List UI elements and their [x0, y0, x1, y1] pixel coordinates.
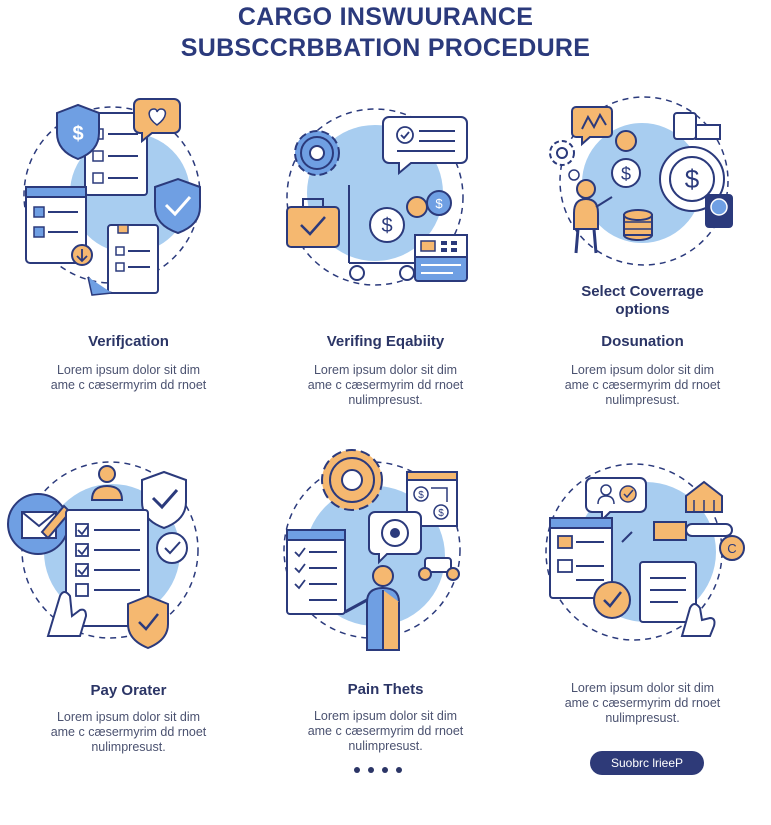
- svg-text:$: $: [381, 215, 392, 237]
- heart-icon: [615, 130, 637, 152]
- page-dot[interactable]: [382, 767, 388, 773]
- page-dot[interactable]: [396, 767, 402, 773]
- coin-icon: $ $: [369, 190, 452, 243]
- svg-text:$: $: [621, 164, 631, 184]
- pen-icon: [621, 531, 633, 543]
- checklist-icon: [286, 529, 346, 615]
- heart-bubble-icon: [133, 98, 181, 144]
- hand-icon: [680, 603, 716, 637]
- step-heading: Verifjcation: [88, 333, 169, 350]
- svg-text:$: $: [438, 508, 444, 519]
- step-subheading: Select Coverrage options: [581, 283, 704, 318]
- svg-text:$: $: [72, 123, 83, 145]
- title-line-2: SUBSCCRBBATION PROCEDURE: [180, 34, 591, 62]
- chat-bubble-icon: [382, 116, 468, 176]
- svg-text:$: $: [418, 490, 424, 501]
- step-illustration: $ $: [257, 440, 514, 740]
- person-icon: [573, 179, 613, 254]
- page-title: CARGO INSWUURANCE SUBSCCRBBATION PROCEDU…: [0, 2, 771, 64]
- gear-icon: [294, 130, 340, 176]
- svg-text:$: $: [685, 164, 700, 194]
- title-line-1: CARGO INSWUURANCE: [237, 3, 534, 31]
- person-icon: [90, 465, 124, 501]
- step-description: Lorem ipsum dolor sit dim ame c cæsermyr…: [564, 681, 721, 725]
- briefcase-icon: [286, 198, 340, 248]
- person-card-icon: [585, 477, 647, 523]
- shield-dollar-icon: $: [56, 103, 100, 161]
- box-icon: [653, 521, 733, 541]
- shield-check-icon: [141, 470, 187, 530]
- step-card-verification: $: [0, 85, 257, 470]
- laptop-icon: [25, 186, 93, 266]
- cart-icon: [348, 185, 417, 281]
- step-description: Lorem ipsum dolor sit dim ame c cæsermyr…: [564, 363, 721, 407]
- coin-icon: C: [719, 535, 745, 561]
- step-description: Lorem ipsum dolor sit dim ame c cæsermyr…: [50, 710, 207, 754]
- svg-text:C: C: [727, 541, 736, 556]
- gear-icon: [321, 449, 383, 511]
- step-heading: Dosunation: [601, 333, 684, 350]
- subscribe-button[interactable]: Suobrc lrieeP: [590, 751, 704, 775]
- step-description: Lorem ipsum dolor sit dim ame c cæsermyr…: [307, 363, 464, 407]
- coin-icon: $: [611, 158, 641, 188]
- svg-text:$: $: [435, 196, 443, 211]
- hand-icon: [46, 591, 88, 637]
- trolley-icon: [418, 557, 460, 581]
- step-description: Lorem ipsum dolor sit dim ame c cæsermyr…: [307, 709, 464, 753]
- laptop-checklist-icon: [549, 517, 613, 599]
- house-icon: [685, 480, 723, 513]
- envelope-pen-icon: [7, 493, 72, 555]
- document-icon: [639, 561, 697, 623]
- chart-bubble-icon: [571, 106, 613, 147]
- step-illustration: $ $: [514, 85, 771, 385]
- step-card-documentation: $ $: [514, 85, 771, 470]
- step-illustration: $ $: [257, 85, 514, 385]
- step-illustration: C: [514, 440, 771, 740]
- page-dot[interactable]: [354, 767, 360, 773]
- gear-icon: [549, 140, 580, 181]
- step-card-pay-order: Pay Orater Lorem ipsum dolor sit dim ame…: [0, 440, 257, 825]
- bag-icon: [673, 112, 733, 228]
- check-circle-icon: [593, 581, 631, 619]
- step-illustration: $: [0, 85, 257, 385]
- step-card-eligibility: $ $ Verifing Eqabiity Lorem ipsum dolor …: [257, 85, 514, 470]
- step-heading: Verifing Eqabiity: [326, 333, 445, 350]
- page-indicator: [354, 767, 414, 773]
- coin-stack-icon: [623, 209, 653, 241]
- shield-check-icon: [154, 177, 201, 235]
- step-illustration: [0, 440, 257, 740]
- board-icon: $ $: [406, 471, 458, 527]
- shield-icon: [127, 594, 169, 650]
- target-icon: [368, 511, 422, 565]
- clipboard-icon: [87, 224, 159, 296]
- step-card-final: C: [514, 440, 771, 825]
- checklist-icon: [65, 509, 149, 627]
- page-dot[interactable]: [368, 767, 374, 773]
- step-heading: Pay Orater: [90, 682, 167, 699]
- step-card-pain-thets: $ $: [257, 440, 514, 825]
- step-heading: Pain Thets: [347, 681, 424, 698]
- dashboard-icon: [414, 234, 468, 282]
- person-icon: [344, 565, 400, 651]
- step-description: Lorem ipsum dolor sit dim ame c cæsermyr…: [50, 363, 207, 392]
- check-circle-icon: [156, 532, 188, 564]
